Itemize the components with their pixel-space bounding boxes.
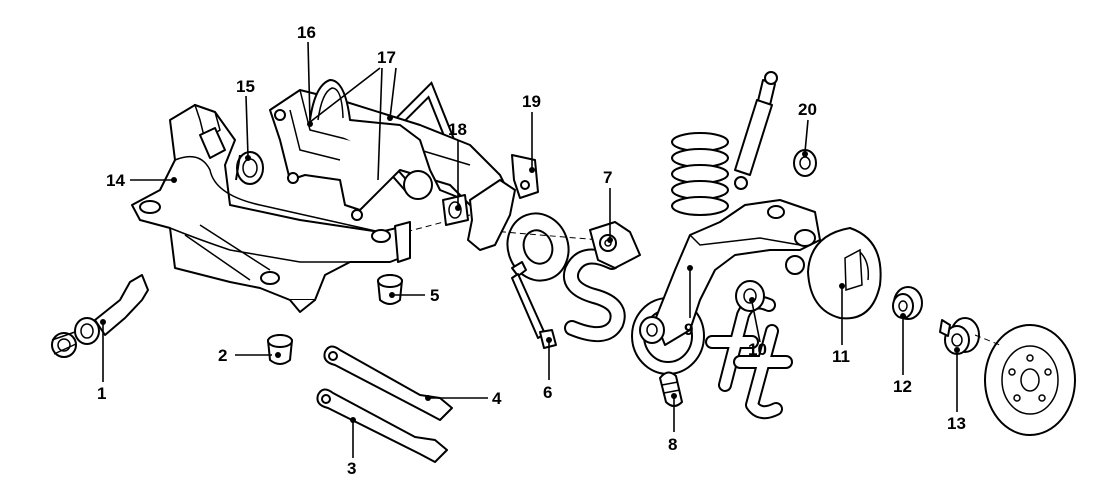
part-5-bushing xyxy=(377,274,403,305)
label-part-14: 14 xyxy=(106,171,125,190)
label-part-19: 19 xyxy=(522,92,541,111)
part-3-lateral-link xyxy=(316,388,448,463)
part-8-bump-stop xyxy=(659,371,683,407)
part-17-stabilizer-bar xyxy=(309,79,466,201)
label-part-6: 6 xyxy=(543,383,552,402)
part-labels: 1 2 3 4 5 6 7 8 9 10 11 12 13 14 15 16 1… xyxy=(97,23,966,478)
label-part-15: 15 xyxy=(236,77,255,96)
label-part-11: 11 xyxy=(832,347,850,366)
part-9-control-arm xyxy=(639,199,821,346)
part-13-hub xyxy=(939,317,980,355)
part-19-bracket xyxy=(467,154,539,251)
leader-lines xyxy=(100,41,960,458)
brake-disc xyxy=(974,324,1076,436)
part-14-rear-subframe xyxy=(131,103,411,313)
label-part-1: 1 xyxy=(97,384,106,403)
part-6-stabilizer-link xyxy=(511,261,557,349)
label-part-7: 7 xyxy=(603,168,612,187)
label-part-8: 8 xyxy=(668,435,677,454)
label-part-17: 17 xyxy=(377,48,396,67)
label-part-12: 12 xyxy=(893,377,912,396)
label-part-16: 16 xyxy=(297,23,316,42)
label-part-18: 18 xyxy=(448,120,467,139)
part-2-bushing xyxy=(267,334,293,365)
coil-spring xyxy=(671,132,729,216)
part-12-wheel-bearing xyxy=(892,286,923,320)
part-18-bushing xyxy=(442,194,469,226)
part-1-trailing-link xyxy=(51,274,149,358)
label-part-10: 10 xyxy=(748,340,767,359)
label-part-5: 5 xyxy=(430,286,439,305)
label-part-2: 2 xyxy=(218,346,227,365)
shock-absorber xyxy=(734,71,778,190)
part-4-lateral-link xyxy=(323,345,453,421)
label-part-3: 3 xyxy=(347,459,356,478)
label-part-13: 13 xyxy=(947,414,966,433)
part-15-bushing xyxy=(235,151,264,185)
label-part-20: 20 xyxy=(798,100,817,119)
label-part-9: 9 xyxy=(684,320,693,339)
part-11-backing-plate xyxy=(807,227,882,320)
part-7-bracket xyxy=(589,221,641,269)
part-10-bushing xyxy=(735,280,765,312)
label-part-4: 4 xyxy=(492,389,502,408)
